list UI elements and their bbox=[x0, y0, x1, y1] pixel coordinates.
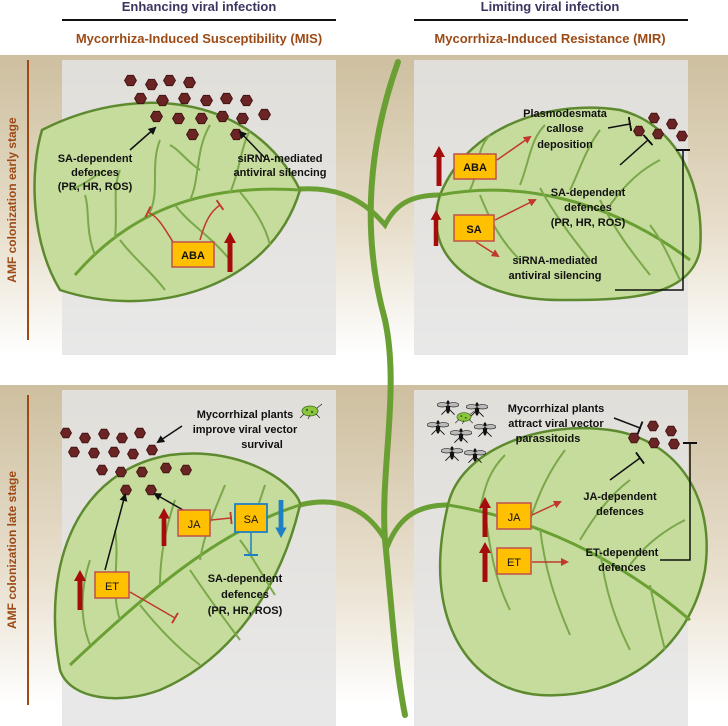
et-box-label: ET bbox=[105, 581, 119, 593]
sa-defences-line3: (PR, HR, ROS) bbox=[58, 181, 133, 193]
panel-early-mir: Plasmodesmata callose deposition ABA SA … bbox=[430, 108, 690, 291]
sa-defences-line3: (PR, HR, ROS) bbox=[208, 605, 283, 617]
vector-line3: survival bbox=[241, 439, 283, 451]
sirna-line1: siRNA-mediated bbox=[238, 153, 323, 165]
inhibit-et-defences bbox=[129, 591, 179, 624]
ja-box bbox=[496, 502, 532, 530]
inhibit-ja-virus bbox=[609, 451, 645, 481]
inhibit-ja-sa bbox=[210, 511, 233, 525]
leaf-bottom-right bbox=[438, 426, 708, 697]
inhibit-plasmo-virus bbox=[607, 116, 633, 132]
side-labels: AMF colonization early stage AMF coloniz… bbox=[5, 60, 29, 705]
sa-defences-line3: (PR, HR, ROS) bbox=[551, 217, 626, 229]
late-stage-label: AMF colonization late stage bbox=[5, 471, 19, 629]
inhibit-aba-sirna bbox=[199, 199, 225, 241]
panel-late-mis: Mycorrhizal plants improve viral vector … bbox=[60, 403, 322, 624]
right-subtitle: Mycorrhiza-Induced Resistance (MIR) bbox=[434, 31, 665, 46]
parasitoid-line2: attract viral vector bbox=[508, 418, 604, 430]
plasmo-line3: deposition bbox=[537, 139, 593, 151]
inhibit-sa-virus bbox=[619, 134, 654, 166]
sirna-line2: antiviral silencing bbox=[509, 270, 602, 282]
sa-defences-line2: defences bbox=[221, 589, 269, 601]
arrow-aba-plasmo bbox=[496, 135, 532, 161]
sa-defences-line1: SA-dependent bbox=[208, 573, 283, 585]
sa-box-label: SA bbox=[466, 224, 481, 236]
arrow-vector-virus bbox=[156, 425, 183, 444]
sirna-line2: antiviral silencing bbox=[234, 167, 327, 179]
arrow-sa-sirna bbox=[475, 241, 500, 258]
parasitoid-line1: Mycorrhizal plants bbox=[508, 403, 605, 415]
et-box bbox=[496, 547, 532, 575]
parasitoid-line3: parassitoids bbox=[516, 433, 581, 445]
ja-def-line2: defences bbox=[596, 506, 644, 518]
aba-box-label: ABA bbox=[463, 162, 487, 174]
plasmo-line1: Plasmodesmata bbox=[523, 108, 608, 120]
inhibit-et-virus bbox=[660, 443, 691, 561]
et-box-label: ET bbox=[507, 557, 521, 569]
vector-line2: improve viral vector bbox=[193, 424, 298, 436]
inhibit-parasitoid-virus bbox=[613, 417, 644, 435]
et-box bbox=[94, 571, 130, 599]
sirna-line1: siRNA-mediated bbox=[513, 255, 598, 267]
ja-box-label: JA bbox=[508, 512, 522, 524]
et-def-line2: defences bbox=[598, 562, 646, 574]
aba-box-label: ABA bbox=[181, 250, 205, 262]
ja-box bbox=[177, 509, 211, 537]
header: Enhancing viral infection Limiting viral… bbox=[62, 0, 688, 46]
arrow-et-virus bbox=[104, 493, 128, 571]
ja-def-line1: JA-dependent bbox=[583, 491, 657, 503]
sa-defences-line2: defences bbox=[564, 202, 612, 214]
ja-box-label: JA bbox=[188, 519, 202, 531]
early-stage-label: AMF colonization early stage bbox=[5, 117, 19, 283]
arrow-sa-to-virus bbox=[129, 126, 157, 151]
sa-box bbox=[453, 214, 495, 242]
sa-defences-line2: defences bbox=[71, 167, 119, 179]
left-subtitle: Mycorrhiza-Induced Susceptibility (MIS) bbox=[76, 31, 322, 46]
inhibit-sirna-virus bbox=[615, 150, 684, 291]
sa-box-label: SA bbox=[244, 514, 259, 526]
right-title: Limiting viral infection bbox=[481, 0, 620, 14]
panel-early-mis: SA-dependent defences (PR, HR, ROS) siRN… bbox=[58, 74, 327, 272]
panel-late-mir: Mycorrhizal plants attract viral vector … bbox=[427, 399, 697, 582]
vector-line1: Mycorrhizal plants bbox=[197, 409, 294, 421]
aba-box bbox=[171, 241, 215, 268]
leaf-top-left bbox=[33, 101, 302, 303]
arrow-ja-virus bbox=[153, 493, 184, 511]
aba-box bbox=[453, 153, 497, 180]
central-stem bbox=[287, 59, 451, 718]
arrow-sa-defences bbox=[494, 199, 537, 221]
sa-box bbox=[234, 503, 268, 533]
arrow-sirna-to-virus bbox=[238, 130, 266, 159]
arrow-ja-defences bbox=[531, 500, 562, 516]
plasmo-line2: callose bbox=[546, 123, 583, 135]
left-title: Enhancing viral infection bbox=[122, 0, 277, 14]
sa-defences-line1: SA-dependent bbox=[551, 187, 626, 199]
et-def-line1: ET-dependent bbox=[586, 547, 659, 559]
sa-defences-line1: SA-dependent bbox=[58, 153, 133, 165]
